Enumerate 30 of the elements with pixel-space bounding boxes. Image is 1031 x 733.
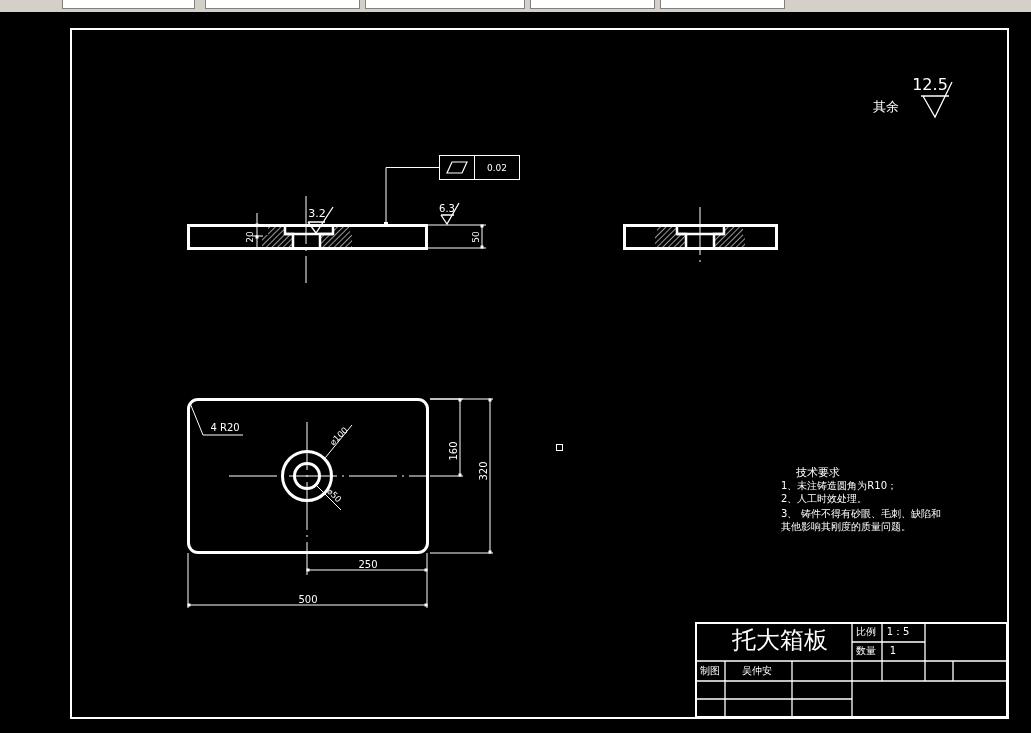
cell-label: 比例: [856, 627, 876, 637]
cell-label: 数量: [856, 646, 876, 656]
leader-line: [384, 167, 440, 226]
roughness-value: 6.3: [439, 204, 455, 214]
requirement-text: 3、 铸件不得有砂眼、毛刺、缺陷和其他影响其刚度的质量问题。: [781, 507, 942, 533]
cell-value: 1：5: [886, 627, 910, 637]
dimension-text: 50: [471, 231, 481, 243]
radius-note: 4 R20: [207, 421, 243, 435]
dimension-text: 250: [358, 560, 378, 570]
diameter-note: ⌀50: [320, 481, 348, 509]
tolerance-frame: [439, 155, 520, 180]
cell-value: 吴仲安: [742, 666, 772, 676]
dimension-text: 500: [298, 595, 318, 605]
dimension-text: 20: [245, 231, 255, 243]
leader-line: [316, 485, 342, 511]
note-text: 其余: [873, 99, 899, 113]
dimension-text: 320: [479, 461, 489, 481]
requirement-text: 2、人工时效处理。: [781, 494, 868, 504]
roughness-value: 12.5: [912, 77, 948, 93]
requirements-heading: 技术要求: [796, 466, 840, 478]
dimension-text: 160: [449, 441, 459, 461]
plan-view-drawing: [187, 398, 429, 554]
tolerance-value: 0.02: [474, 156, 519, 179]
hole-circle: [293, 462, 321, 490]
leader-line: [324, 424, 353, 459]
cell-label: 制图: [700, 666, 720, 676]
requirement-text: 1、未注铸造圆角为R10；: [781, 481, 898, 491]
drawing-title: 托大箱板: [732, 628, 828, 652]
cell-value: 1: [889, 646, 897, 656]
section-view-drawing: [187, 224, 428, 250]
